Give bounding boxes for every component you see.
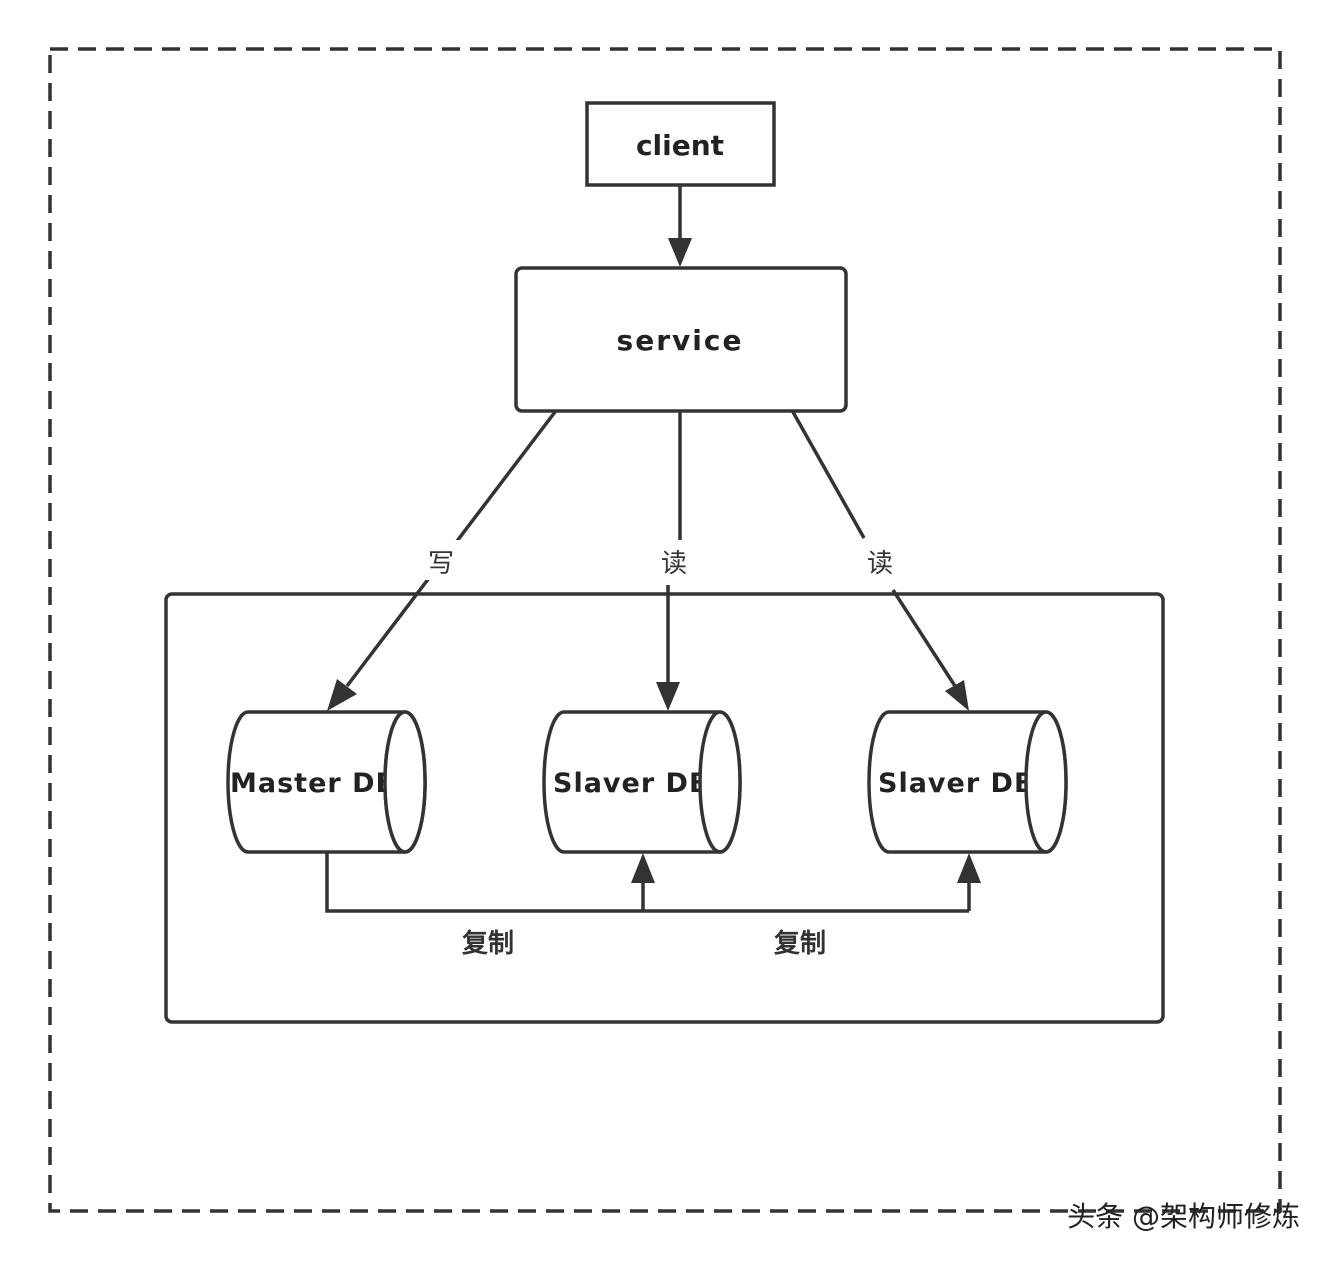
read-edge-2: 读 (791, 411, 969, 711)
read-label-1: 读 (661, 549, 687, 579)
master-db-label: Master DB (230, 768, 397, 799)
read-label-2: 读 (867, 549, 893, 579)
service-label: service (617, 324, 744, 357)
replicate-label-1: 复制 (462, 929, 514, 959)
replication-edges: 复制 复制 (325, 852, 981, 959)
slaver-db-1-node: Slaver DB (542, 710, 742, 854)
read-edge-1: 读 (656, 412, 687, 711)
outer-boundary (48, 47, 1282, 1213)
write-label: 写 (428, 549, 454, 579)
service-node: service (514, 266, 848, 413)
client-label: client (636, 129, 724, 162)
replicate-label-2: 复制 (774, 929, 826, 959)
watermark: 头条 @架构师修炼 (1067, 1200, 1300, 1233)
db-cluster-container (164, 592, 1165, 1024)
client-to-service-arrow (668, 185, 692, 267)
client-node: client (585, 101, 776, 187)
slaver-db-2-node: Slaver DB (867, 710, 1068, 854)
slaver-db-2-label: Slaver DB (878, 768, 1036, 799)
slaver-db-1-label: Slaver DB (553, 768, 711, 799)
write-edge: 写 (327, 410, 557, 711)
master-db-node: Master DB (226, 710, 427, 854)
